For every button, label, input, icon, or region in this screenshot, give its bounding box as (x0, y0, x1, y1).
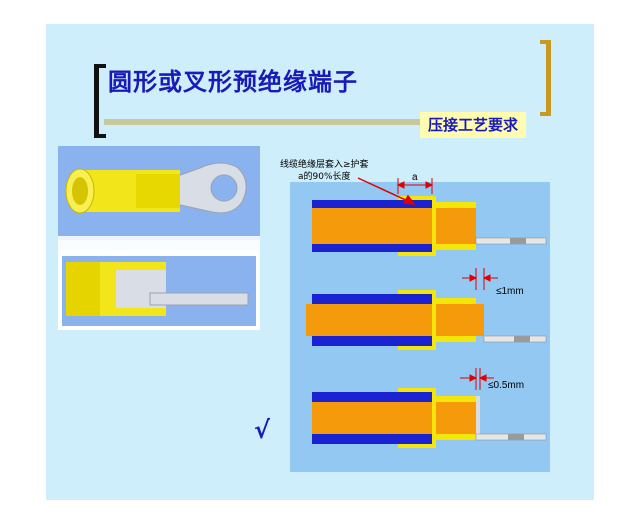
terminal-photo-bottom (58, 250, 260, 330)
dim-1mm-label: ≤1mm (496, 286, 524, 297)
checkmark-icon: √ (254, 416, 271, 444)
annotation-line-1: 线缆绝缘层套入≥护套 (280, 160, 369, 170)
dim-05mm-marker (460, 368, 494, 390)
annotation-arrow (357, 177, 416, 205)
right-bracket (540, 40, 551, 116)
annotation-line-2: a的90%长度 (298, 172, 351, 182)
dim-a-label: a (412, 172, 418, 183)
crimp-diagram-1 (312, 196, 547, 256)
crimp-diagram-3 (312, 388, 547, 448)
dim-a-marker (396, 178, 434, 194)
process-requirement-badge: 压接工艺要求 (420, 112, 526, 138)
left-bracket (94, 64, 106, 138)
dim-1mm-marker (462, 268, 498, 290)
terminal-photo-top (58, 146, 260, 250)
crimp-diagram-2 (306, 290, 547, 350)
slide-title: 圆形或叉形预绝缘端子 (108, 67, 358, 96)
dim-05mm-label: ≤0.5mm (488, 380, 525, 391)
title-divider (104, 119, 422, 125)
